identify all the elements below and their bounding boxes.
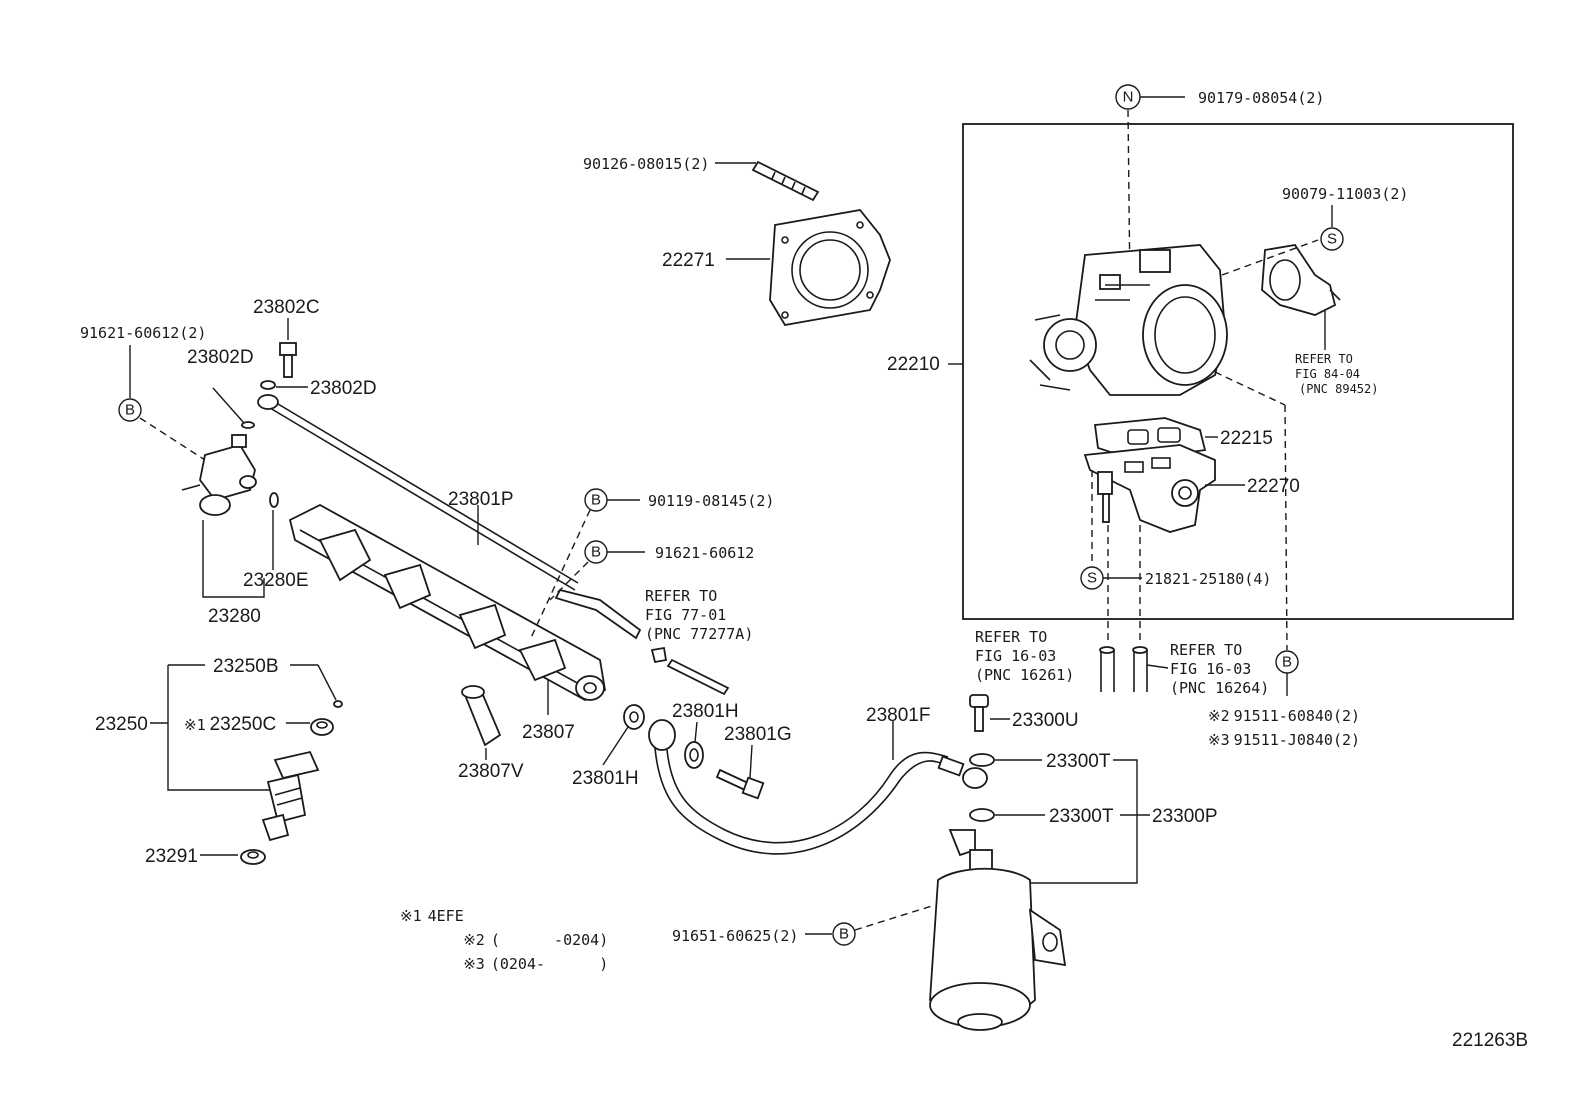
refer-note-fig84-line2: FIG 84-04 [1295,367,1360,381]
refer-note-fig77-line2: FIG 77-01 [645,606,726,624]
label-22270: 22270 [1247,476,1300,497]
svg-text:B: B [125,402,135,419]
label-91621-60612-x2: 91621-60612(2) [80,324,206,342]
label-21821-25180: 21821-25180(4) [1145,570,1271,588]
stud-90126-08015 [751,160,820,202]
refer-note-fig77-line1: REFER TO [645,587,717,605]
fuel-pipe-23801P [257,394,642,640]
label-23802D-right: 23802D [310,378,377,399]
union-bolt-23802C [279,342,297,378]
hose-16261 [1099,646,1115,692]
gasket-23300T-upper [969,753,995,767]
gasket-23802D-upper [260,380,276,390]
union-bolt-23300U [969,694,989,732]
ref-circle-b-91621: B [584,540,608,564]
ref-circle-b-pressure-regulator: B [118,398,142,422]
ref-circle-s-bottom: S [1080,566,1104,590]
refer-note-fig84-line3: (PNC 89452) [1299,382,1378,396]
ref-circle-b-right: B [1275,650,1299,674]
hose-16264 [1132,646,1148,692]
label-23801F: 23801F [866,705,930,726]
label-23801G: 23801G [724,724,792,745]
label-23300T-upper: 23300T [1046,751,1111,772]
idle-air-control-valve-22270 [1083,444,1216,533]
refer-note-fig16b-line3: (PNC 16264) [1170,679,1269,697]
label-23300T-lower: 23300T [1049,806,1114,827]
label-23807: 23807 [522,722,575,743]
label-23300U: 23300U [1012,710,1079,731]
refer-note-fig16a-line1: REFER TO [975,628,1047,646]
gasket-23802D-lower [241,421,255,429]
ref-circle-b-91651: B [832,922,856,946]
label-23802C: 23802C [253,297,320,318]
label-90079-11003: 90079-11003(2) [1282,185,1408,203]
gasket-22271 [769,209,891,326]
gasket-23300T-lower [969,808,995,822]
grommet-23291 [240,849,266,865]
throttle-position-sensor [1261,244,1341,316]
label-23250B: 23250B [213,656,279,677]
label-23801H-right: 23801H [672,701,739,722]
throttle-body-22210 [1029,244,1228,396]
label-22271: 22271 [662,250,715,271]
svg-text:B: B [591,492,601,509]
fuel-hose-23801F [648,719,988,855]
o-ring-23280E [269,492,279,508]
svg-text:N: N [1123,89,1134,106]
label-23280E: 23280E [243,570,309,591]
gasket-23801H-right [684,741,704,769]
label-91651-60625: 91651-60625(2) [672,927,798,945]
label-90179-08054: 90179-08054(2) [1198,89,1324,107]
label-23801P: 23801P [448,489,514,510]
svg-text:B: B [591,544,601,561]
refer-note-fig77-line3: (PNC 77277A) [645,625,753,643]
refer-note-fig16b-line2: FIG 16-03 [1170,660,1251,678]
label-23291: 23291 [145,846,198,867]
legend-row-3: ※3(0204- ) [400,955,653,973]
delivery-pipe-23807 [288,503,606,702]
insulator-23807V [461,685,502,747]
refer-note-fig16a-line2: FIG 16-03 [975,647,1056,665]
ref-circle-b-90119: B [584,488,608,512]
label-23250: 23250 [95,714,148,735]
label-23280: 23280 [208,606,261,627]
throttle-body-group-box [962,123,1514,620]
pressure-regulator-23280 [181,434,257,516]
injector-23250 [261,750,320,842]
label-23807V: 23807V [458,761,524,782]
label-90126-08015: 90126-08015(2) [583,155,709,173]
label-23300P: 23300P [1152,806,1218,827]
legend-row-2: ※2( -0204) [400,931,653,949]
label-22215: 22215 [1220,428,1273,449]
ref-circle-s-top: S [1320,227,1344,251]
union-bolt-23801G [715,768,765,800]
label-23802D-left: 23802D [187,347,254,368]
pin-77277A [650,646,730,696]
label-90119-08145: 90119-08145(2) [648,492,774,510]
grommet-23250C [310,718,334,736]
label-22210: 22210 [887,354,940,375]
refer-note-fig84-line1: REFER TO [1295,352,1353,366]
label-23801H-left: 23801H [572,768,639,789]
gasket-23801H-left [623,704,645,730]
svg-text:S: S [1327,231,1337,248]
refer-note-fig16a-line3: (PNC 16261) [975,666,1074,684]
svg-text:S: S [1087,570,1097,587]
ref-circle-n: N [1115,84,1141,110]
figure-id: 221263B [1452,1030,1528,1051]
svg-text:B: B [839,926,849,943]
label-91621-60612: 91621-60612 [655,544,754,562]
refer-note-fig16b-line1: REFER TO [1170,641,1242,659]
fuel-filter-23300P [929,829,1067,1031]
svg-text:B: B [1282,654,1292,671]
o-ring-23250B [333,700,343,708]
